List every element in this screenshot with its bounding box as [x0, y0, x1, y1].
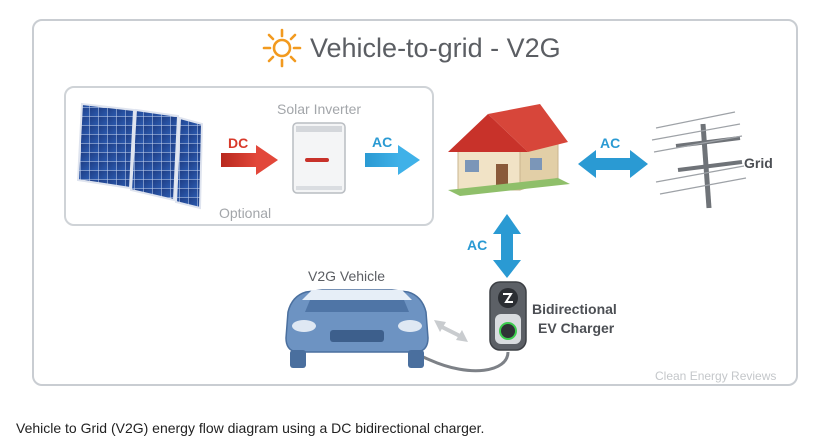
dc-label: DC: [228, 135, 249, 151]
grid-pole-icon: [651, 111, 747, 209]
solar-inverter-label: Solar Inverter: [277, 101, 362, 117]
house-icon: [448, 104, 570, 196]
sun-icon: [262, 28, 302, 68]
optional-solar-group: [64, 86, 434, 226]
dc-arrow-icon: [221, 145, 278, 175]
ac-arrow-icon: [365, 145, 420, 175]
solar-panel-icon: [76, 102, 204, 210]
ac-inverter-house-label: AC: [372, 134, 393, 150]
figure-caption: Vehicle to Grid (V2G) energy flow diagra…: [16, 420, 485, 436]
title-text: Vehicle-to-grid - V2G: [310, 32, 561, 63]
dc-flow-arrow-icon: [434, 320, 468, 342]
diagram-title: Vehicle-to-grid - V2G: [262, 28, 561, 68]
solar-inverter-icon: [292, 122, 346, 194]
charger-label-line1: Bidirectional: [532, 301, 617, 317]
ac-house-charger-label: AC: [467, 237, 488, 253]
ac-bidirectional-arrow-icon: [578, 150, 648, 178]
grid-label: Grid: [744, 155, 773, 171]
ac-house-grid-label: AC: [600, 135, 621, 151]
ev-charger-icon: [489, 281, 527, 351]
optional-label: Optional: [219, 205, 272, 221]
charger-label-line2: EV Charger: [538, 320, 615, 336]
car-icon: [285, 289, 429, 368]
credit-text: Clean Energy Reviews: [655, 369, 777, 383]
ac-vertical-arrow-icon: [493, 214, 521, 278]
vehicle-label: V2G Vehicle: [308, 268, 386, 284]
